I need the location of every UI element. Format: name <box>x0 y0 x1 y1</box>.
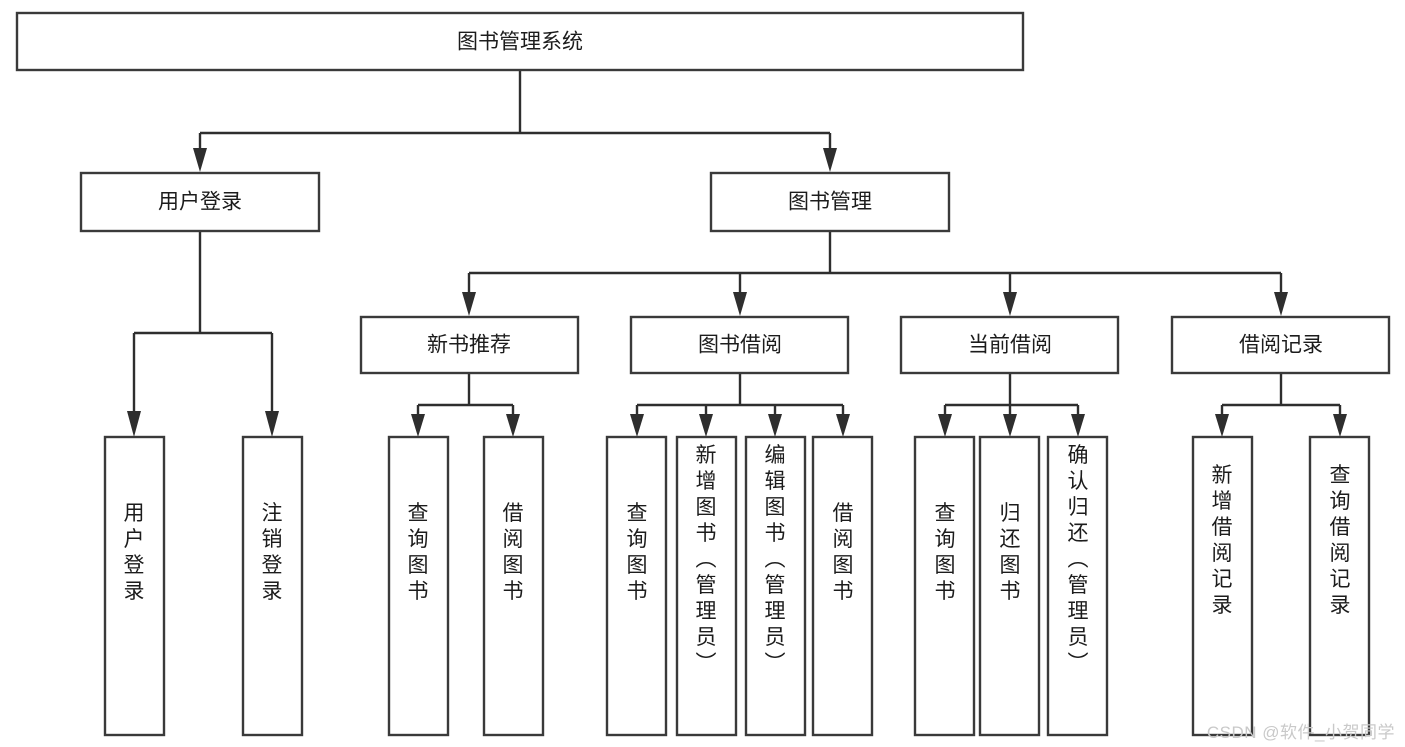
leaf-box[interactable] <box>978 435 1041 737</box>
leaf-label: 查询图书 <box>935 502 956 603</box>
root-label: 图书管理系统 <box>457 31 583 54</box>
book-management-box[interactable] <box>709 171 951 233</box>
node-book-borrow[interactable]: 图书借阅 <box>629 315 850 375</box>
leaf-label: 查询图书 <box>408 502 429 603</box>
leaf-label: 用户登录 <box>124 502 145 603</box>
leaf-label: 确认归还︵管理员︶ <box>1068 444 1089 675</box>
arrow-newbook-l2 <box>506 414 520 437</box>
node-user-login[interactable]: 用户登录 <box>79 171 321 233</box>
leaf-user-login-1[interactable]: 用户登录 <box>103 435 166 737</box>
arrow-borrow-l2 <box>699 414 713 437</box>
leaf-user-login-2[interactable]: 注销登录 <box>241 435 304 737</box>
user-login-box[interactable] <box>79 171 321 233</box>
leaf-new-book-1[interactable]: 查询图书 <box>387 435 450 737</box>
user-login-label: 用户登录 <box>158 191 242 214</box>
leaf-borrow-record-1[interactable]: 新增借阅记录 <box>1191 435 1254 737</box>
leaf-box[interactable] <box>241 435 304 737</box>
arrow-bookmgmt-c2 <box>733 292 747 316</box>
root-box[interactable] <box>15 11 1025 72</box>
leaf-book-borrow-1[interactable]: 查询图书 <box>605 435 668 737</box>
arrow-record-l2 <box>1333 414 1347 437</box>
leaf-new-book-2[interactable]: 借阅图书 <box>482 435 545 737</box>
leaf-label: 编辑图书︵管理员︶ <box>765 444 786 675</box>
arrow-newbook-l1 <box>411 414 425 437</box>
leaf-current-borrow-3[interactable]: 确认归还︵管理员︶ <box>1046 435 1109 737</box>
leaf-current-borrow-2[interactable]: 归还图书 <box>978 435 1041 737</box>
arrow-borrow-l4 <box>836 414 850 437</box>
leaf-box[interactable] <box>1046 435 1109 737</box>
borrow-record-box[interactable] <box>1170 315 1391 375</box>
book-management-label: 图书管理 <box>788 191 872 214</box>
leaf-box[interactable] <box>103 435 166 737</box>
leaf-current-borrow-1[interactable]: 查询图书 <box>913 435 976 737</box>
edges-group <box>127 70 1347 437</box>
leaf-label: 归还图书 <box>1000 502 1021 603</box>
arrow-to-bookmgmt <box>823 148 837 172</box>
leaf-box[interactable] <box>482 435 545 737</box>
leaf-box[interactable] <box>1308 435 1371 737</box>
leaf-box[interactable] <box>913 435 976 737</box>
leaf-label: 注销登录 <box>262 502 283 603</box>
leaf-box[interactable] <box>605 435 668 737</box>
arrow-bookmgmt-c3 <box>1003 292 1017 316</box>
book-borrow-label: 图书借阅 <box>698 334 782 357</box>
leaf-label: 新增图书︵管理员︶ <box>696 444 717 675</box>
leaf-label: 借阅图书 <box>833 502 854 603</box>
arrow-current-l2 <box>1003 414 1017 437</box>
leaf-label: 新增借阅记录 <box>1212 464 1233 617</box>
leaf-book-borrow-3[interactable]: 编辑图书︵管理员︶ <box>744 435 807 737</box>
node-book-management[interactable]: 图书管理 <box>709 171 951 233</box>
new-book-recommend-box[interactable] <box>359 315 580 375</box>
arrow-current-l3 <box>1071 414 1085 437</box>
current-borrow-box[interactable] <box>899 315 1120 375</box>
node-new-book-recommend[interactable]: 新书推荐 <box>359 315 580 375</box>
arrow-userlogin-leaf1 <box>127 411 141 437</box>
leaf-label: 查询借阅记录 <box>1330 464 1351 617</box>
arrow-userlogin-leaf2 <box>265 411 279 437</box>
leaf-box[interactable] <box>387 435 450 737</box>
leaf-box[interactable] <box>675 435 738 737</box>
arrow-to-userlogin <box>193 148 207 172</box>
leaf-borrow-record-2[interactable]: 查询借阅记录 <box>1308 435 1371 737</box>
current-borrow-label: 当前借阅 <box>968 334 1052 357</box>
leaf-box[interactable] <box>744 435 807 737</box>
arrow-bookmgmt-c1 <box>462 292 476 316</box>
arrow-borrow-l3 <box>768 414 782 437</box>
leaf-book-borrow-2[interactable]: 新增图书︵管理员︶ <box>675 435 738 737</box>
leaf-label: 借阅图书 <box>503 502 524 603</box>
leaf-box[interactable] <box>1191 435 1254 737</box>
arrow-record-l1 <box>1215 414 1229 437</box>
borrow-record-label: 借阅记录 <box>1239 334 1323 357</box>
arrow-current-l1 <box>938 414 952 437</box>
leaf-book-borrow-4[interactable]: 借阅图书 <box>811 435 874 737</box>
arrow-borrow-l1 <box>630 414 644 437</box>
leaf-box[interactable] <box>811 435 874 737</box>
arrow-bookmgmt-c4 <box>1274 292 1288 316</box>
new-book-recommend-label: 新书推荐 <box>427 334 511 357</box>
node-borrow-record[interactable]: 借阅记录 <box>1170 315 1391 375</box>
node-root[interactable]: 图书管理系统 <box>15 11 1025 72</box>
leaf-label: 查询图书 <box>627 502 648 603</box>
book-borrow-box[interactable] <box>629 315 850 375</box>
node-current-borrow[interactable]: 当前借阅 <box>899 315 1120 375</box>
